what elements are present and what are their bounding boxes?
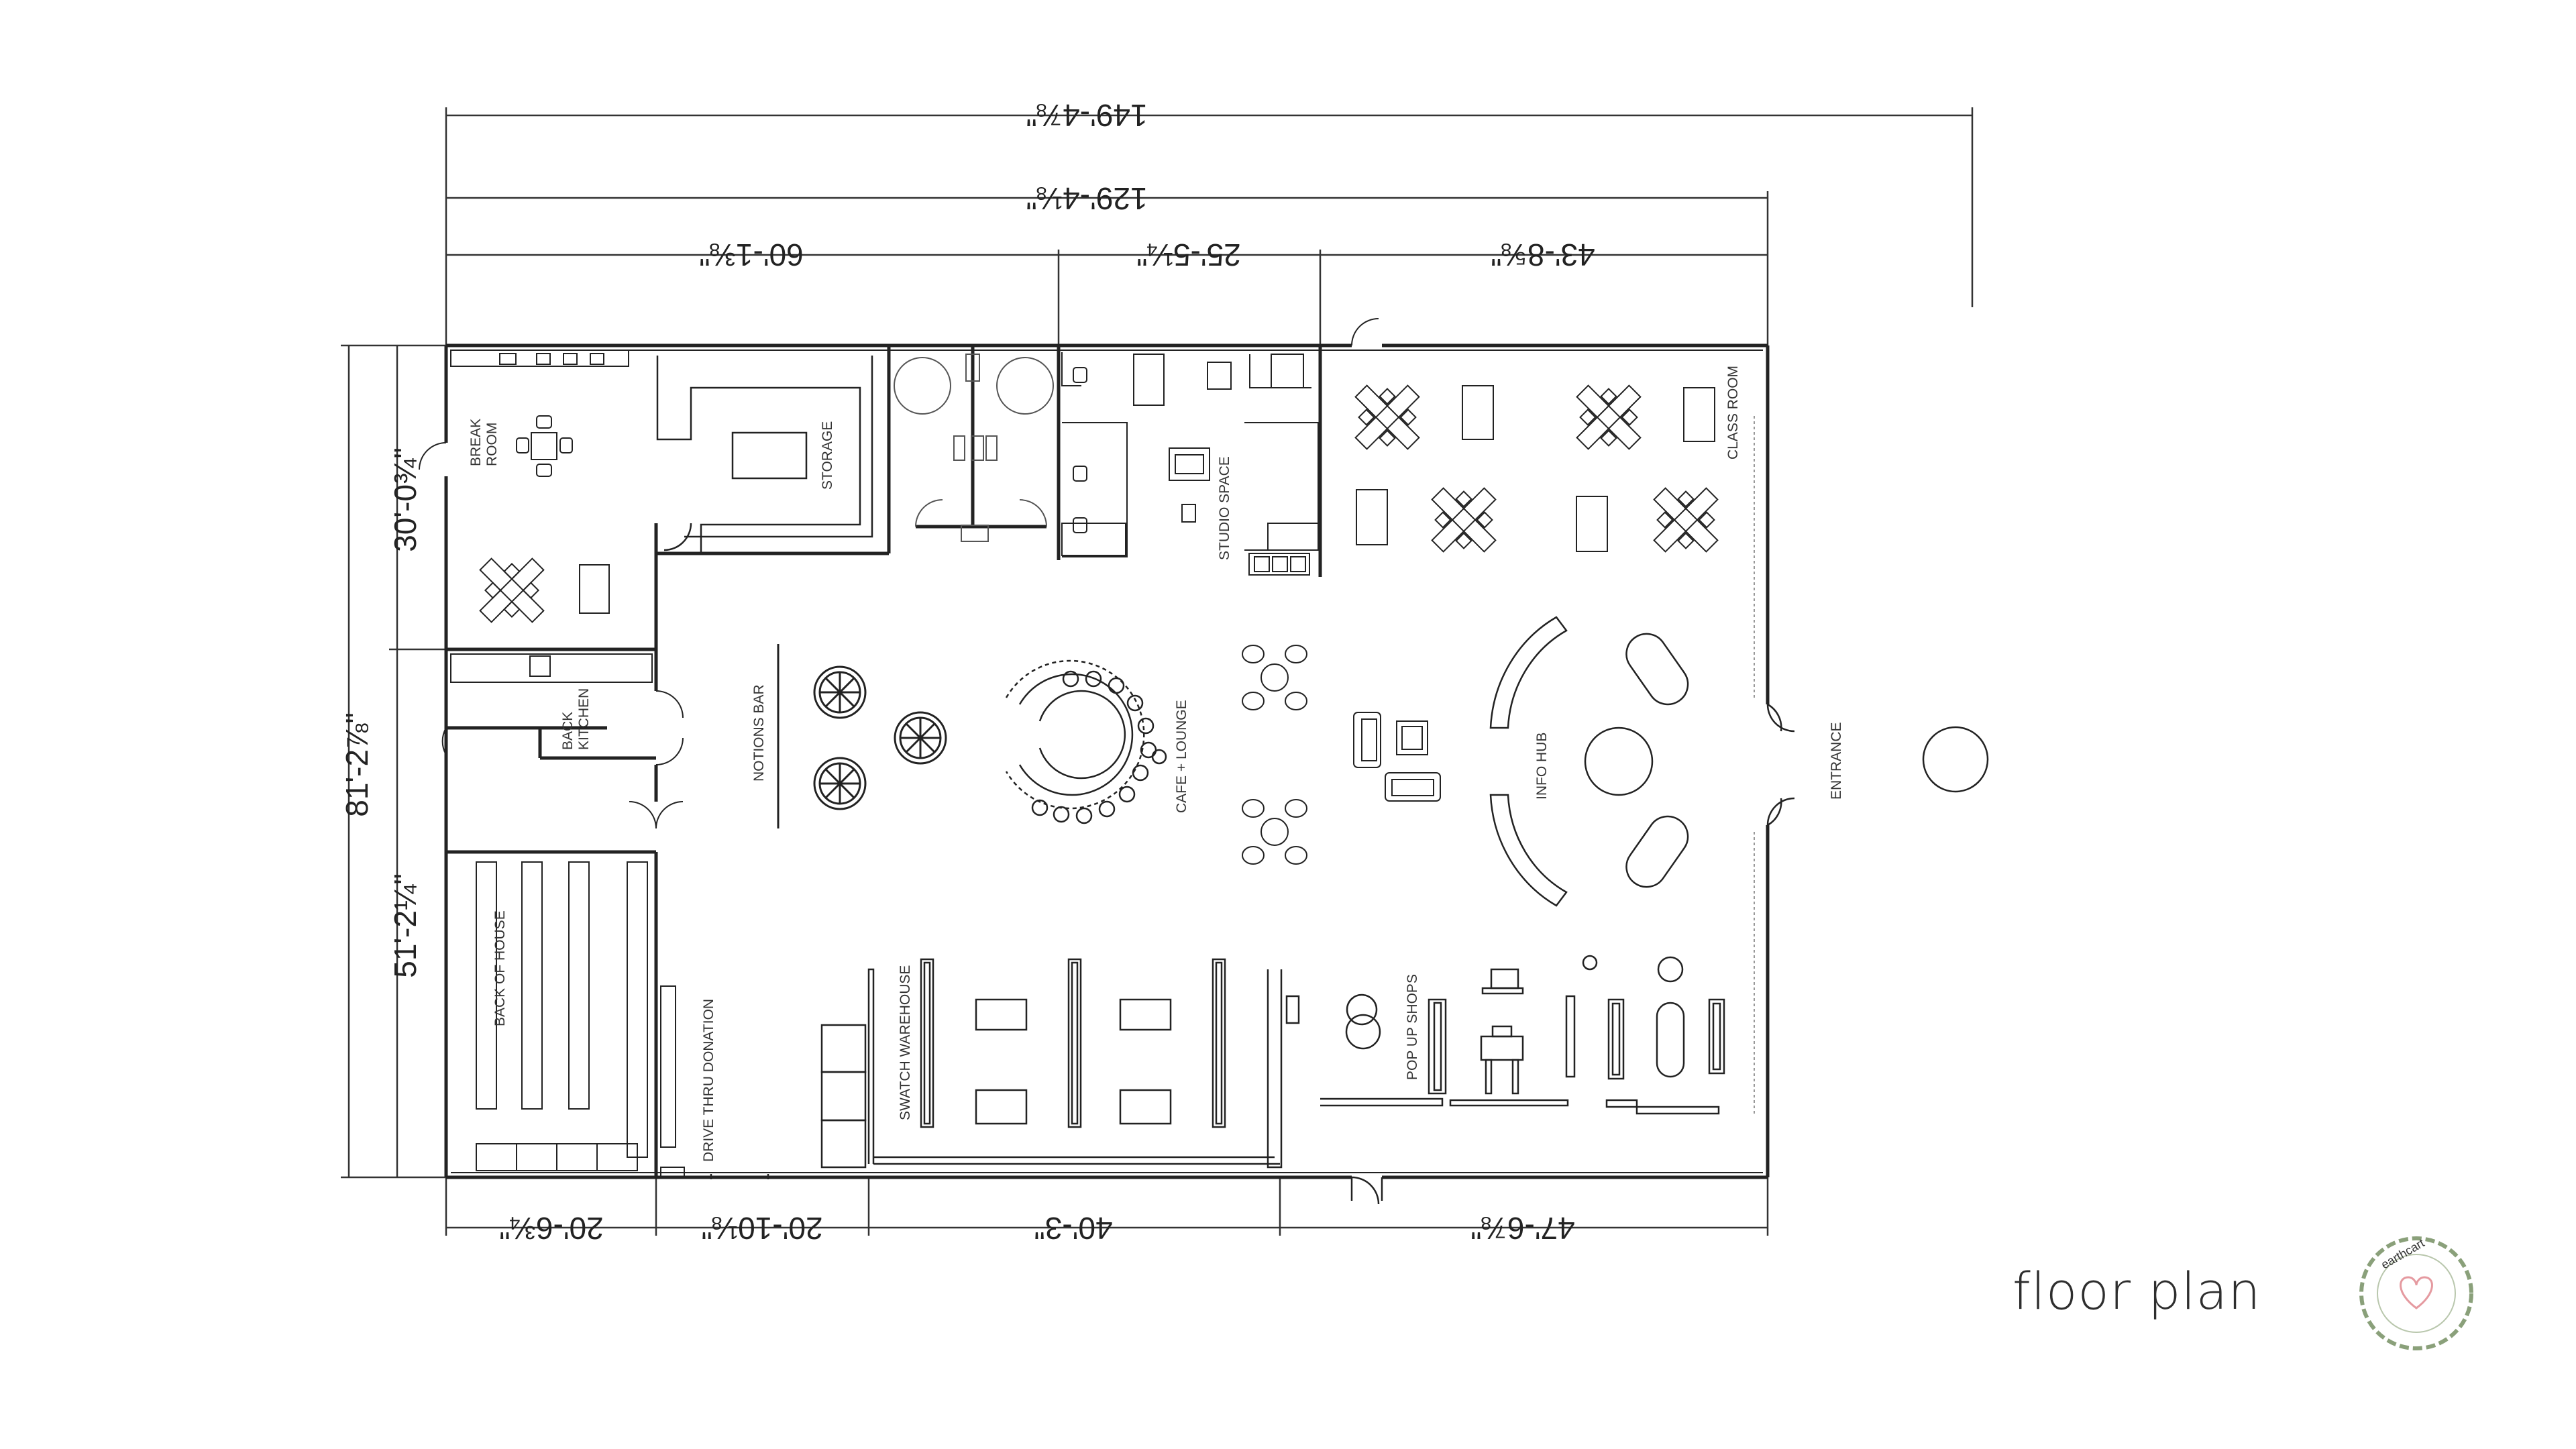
walls <box>444 343 1770 1179</box>
storage-room <box>656 356 873 553</box>
label-break-room-2: ROOM <box>484 423 500 466</box>
info-hub <box>1489 616 1989 907</box>
plan-caption: floor plan <box>2012 1261 2261 1321</box>
break-room <box>419 350 629 623</box>
label-storage: STORAGE <box>820 421 835 490</box>
label-drive-thru-donation: DRIVE THRU DONATION <box>701 999 716 1162</box>
brand-logo: earthcart <box>2359 1236 2473 1350</box>
cafe-lounge <box>1005 659 1167 824</box>
dim-left-lower: 51'-2¼" <box>388 873 423 978</box>
dim-top-right: 43'-8⅝" <box>1491 237 1595 272</box>
dim-top-middle: 25'-5¼" <box>1136 237 1241 272</box>
dim-top-left: 60'-1⅜" <box>699 237 804 272</box>
label-entrance: ENTRANCE <box>1829 722 1844 800</box>
label-break-room-1: BREAK <box>468 419 484 466</box>
label-back-kitchen-2: KITCHEN <box>576 688 592 750</box>
dimension-lines <box>341 107 1974 1236</box>
notions-bar <box>777 644 947 828</box>
restrooms <box>894 354 1054 542</box>
label-back-kitchen-1: BACK <box>560 712 576 750</box>
dim-top-overall: 149'-4⅞" <box>1026 98 1147 133</box>
dim-bottom-4: 47'-6⅞" <box>1470 1211 1575 1246</box>
cafe-tables <box>1242 645 1441 865</box>
label-pop-up-shops: POP UP SHOPS <box>1405 974 1420 1080</box>
dimension-labels: 149'-4⅞" 129'-4⅛" 60'-1⅜" 25'-5¼" 43'-8⅝… <box>339 98 1595 1246</box>
dim-bottom-2: 20'-10⅛" <box>701 1211 822 1246</box>
label-studio-space: STUDIO SPACE <box>1217 456 1232 560</box>
label-swatch-warehouse: SWATCH WAREHOUSE <box>898 965 913 1120</box>
label-info-hub: INFO HUB <box>1534 733 1550 800</box>
back-kitchen <box>441 653 684 829</box>
label-back-of-house: BACK OF HOUSE <box>492 910 508 1026</box>
back-of-house <box>476 861 685 1178</box>
dim-left-overall: 81'-2⅞" <box>339 712 374 817</box>
swatch-warehouse <box>820 958 1300 1169</box>
dim-bottom-1: 20'-6¾" <box>499 1211 604 1246</box>
dim-left-upper: 30'-0¾" <box>388 447 423 552</box>
label-cafe-lounge: CAFE + LOUNGE <box>1174 700 1189 813</box>
dim-top-building: 129'-4⅛" <box>1026 181 1147 216</box>
class-room <box>1351 318 1755 1114</box>
bottom-doors <box>710 1174 1383 1205</box>
dim-bottom-3: 40'-3" <box>1034 1211 1112 1246</box>
label-class-room: CLASS ROOM <box>1725 366 1741 460</box>
label-notions-bar: NOTIONS BAR <box>751 684 767 782</box>
pop-up-shops <box>1320 955 1725 1115</box>
studio-space <box>1061 352 1319 576</box>
